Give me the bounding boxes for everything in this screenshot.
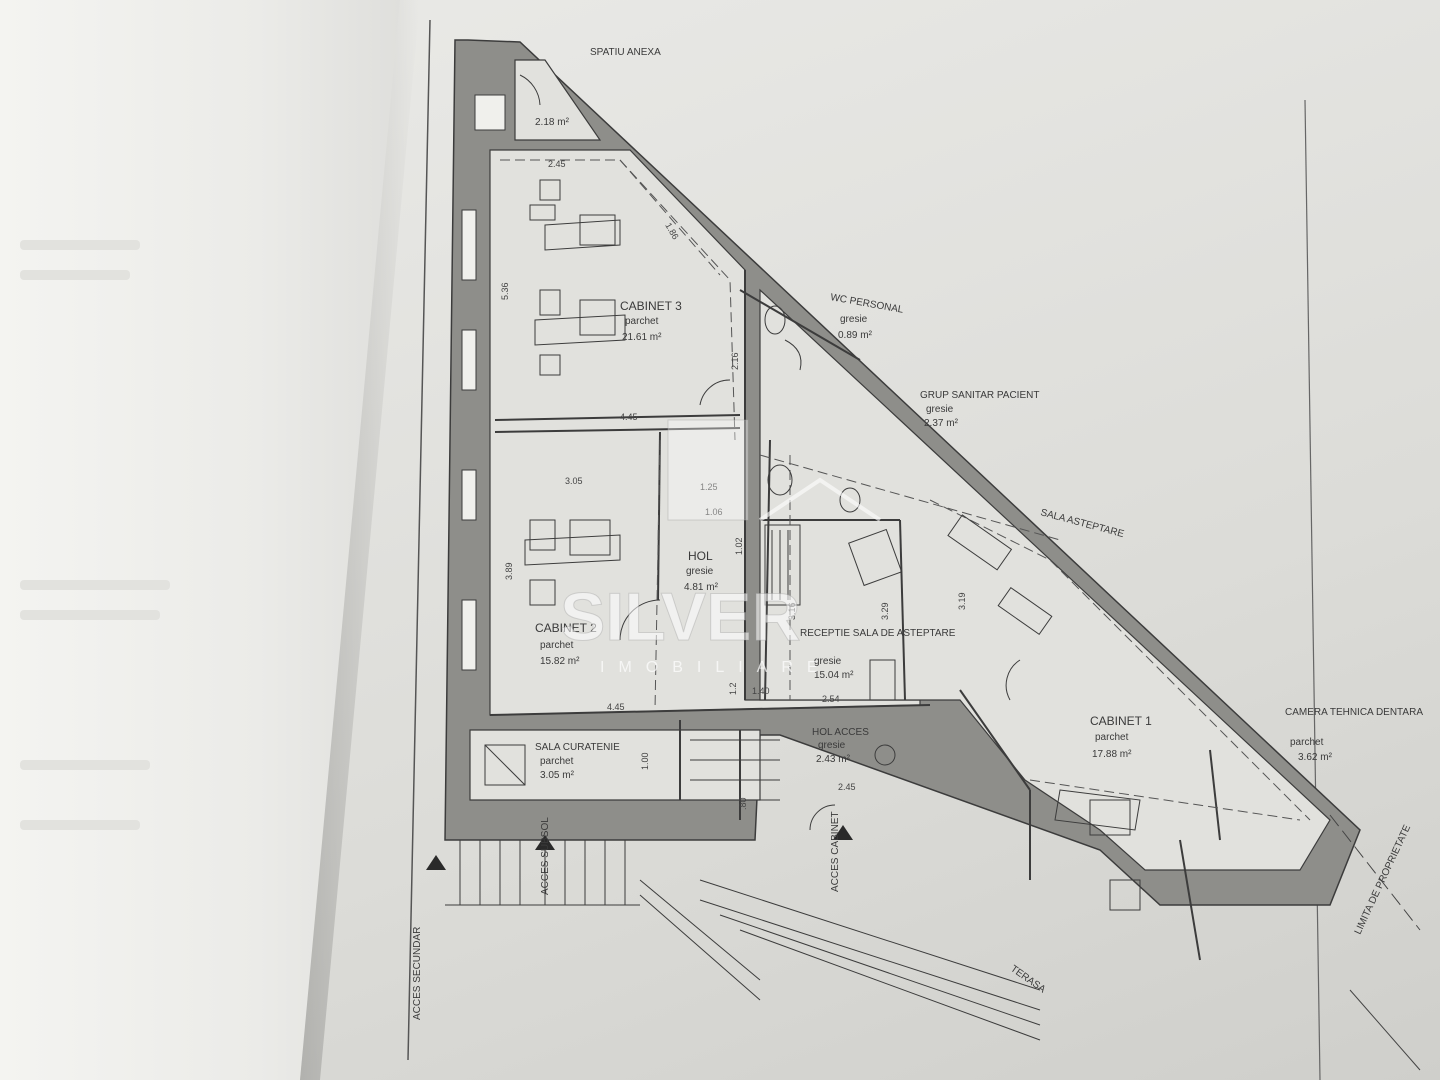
- access-arrows: [426, 825, 853, 870]
- dental-chairs: [524, 179, 1141, 911]
- room-labels: SPATIU ANEXA 2.18 m² CABINET 3 parchet 2…: [535, 47, 1423, 781]
- door-swings: [519, 74, 1021, 831]
- faded-text-line: [20, 580, 170, 590]
- dimension: 5.36: [500, 282, 510, 300]
- dimension: 1.40: [752, 686, 770, 696]
- dimension: 1.2: [728, 682, 738, 695]
- room-name: CAMERA TEHNICA DENTARA: [1285, 707, 1423, 718]
- dimension-labels: 2.45 1.86 5.36 2.16 4.45 3.05 1.25 1.06 …: [500, 159, 967, 810]
- room-area: 21.61 m²: [622, 332, 662, 343]
- room-name: CABINET 2: [535, 621, 597, 635]
- property-limit-label: LIMITA DE PROPRIETATE: [1353, 823, 1414, 936]
- access-cabinet-label: ACCES CABINET: [830, 811, 841, 892]
- watermark-subtitle: IMOBILIARE: [600, 659, 832, 676]
- dimension: 1.25: [700, 482, 718, 492]
- room-floor: parchet: [1290, 737, 1324, 748]
- room-area: 0.89 m²: [838, 330, 873, 341]
- faded-text-line: [20, 820, 140, 830]
- room-floor: parchet: [540, 756, 574, 767]
- dimension: 1.06: [705, 507, 723, 517]
- room-name: WC PERSONAL: [829, 292, 904, 316]
- room-floor: gresie: [814, 656, 842, 667]
- room-name: SALA ASTEPTARE: [1039, 507, 1125, 540]
- dimension: 2.45: [838, 782, 856, 792]
- sanitary-fixtures: [764, 305, 861, 513]
- room-area: 17.88 m²: [1092, 749, 1132, 760]
- page-border-right: [1304, 99, 1321, 1080]
- watermark-brand: SILVER: [560, 579, 801, 655]
- dimension: 3.29: [880, 602, 890, 620]
- dimension: 3.16: [787, 602, 797, 620]
- room-floor: parchet: [625, 316, 659, 327]
- dimension: 4.45: [620, 412, 638, 422]
- reception-furniture: [764, 514, 1053, 766]
- room-floor: gresie: [818, 740, 846, 751]
- interior-floor: [469, 59, 1331, 871]
- access-secondary-label: ACCES SECUNDAR: [412, 927, 423, 1020]
- room-floor: gresie: [840, 314, 868, 325]
- dimension: 2.16: [730, 352, 740, 370]
- dimension: 4.45: [607, 702, 625, 712]
- room-area: 4.81 m²: [684, 582, 719, 593]
- room-area: 15.82 m²: [540, 656, 580, 667]
- room-name: SALA CURATENIE: [535, 742, 620, 753]
- stairs: [445, 739, 1041, 1041]
- room-name: HOL: [688, 549, 713, 563]
- dashed-axis-lines: [500, 159, 1311, 821]
- access-subsol-label: ACCES SUBSOL: [540, 817, 551, 895]
- dimension: 3.19: [957, 592, 967, 610]
- watermark-building-icon: [667, 419, 749, 521]
- dimension: 3.05: [565, 476, 583, 486]
- room-name: SPATIU ANEXA: [590, 47, 661, 58]
- faded-text-line: [20, 760, 150, 770]
- faded-text-line: [20, 240, 140, 250]
- room-area: 2.43 m²: [816, 754, 851, 765]
- room-floor: gresie: [926, 404, 954, 415]
- dimension: 1.00: [640, 752, 650, 770]
- terrace-label: TERASA: [1008, 963, 1047, 995]
- dimension: 1.02: [734, 537, 744, 555]
- room-area: 2.18 m²: [535, 117, 570, 128]
- room-area: 2.37 m²: [924, 418, 959, 429]
- room-area: 15.04 m²: [814, 670, 854, 681]
- room-floor: parchet: [1095, 732, 1129, 743]
- room-name: CABINET 1: [1090, 714, 1152, 728]
- watermark: SILVER IMOBILIARE: [560, 419, 882, 676]
- room-area: 3.62 m²: [1298, 752, 1333, 763]
- faded-text-line: [20, 270, 130, 280]
- page-border-left: [407, 19, 431, 1061]
- room-name: RECEPTIE SALA DE ASTEPTARE: [800, 628, 956, 639]
- room-name: CABINET 3: [620, 299, 682, 313]
- watermark-roof-icon: [758, 477, 882, 522]
- room-name: HOL ACCES: [812, 727, 869, 738]
- faded-text-line: [20, 610, 160, 620]
- dimension: 3.89: [504, 562, 514, 580]
- windows: [461, 94, 506, 671]
- room-area: 3.05 m²: [540, 770, 575, 781]
- dimension: .80: [738, 797, 748, 810]
- property-limit-line: [1329, 814, 1421, 931]
- room-floor: gresie: [686, 566, 714, 577]
- dimension: 2.45: [548, 159, 566, 169]
- room-floor: parchet: [540, 640, 574, 651]
- room-name: GRUP SANITAR PACIENT: [920, 390, 1039, 401]
- property-limit-line-lower: [1349, 989, 1421, 1071]
- dimension: 2.54: [822, 694, 840, 704]
